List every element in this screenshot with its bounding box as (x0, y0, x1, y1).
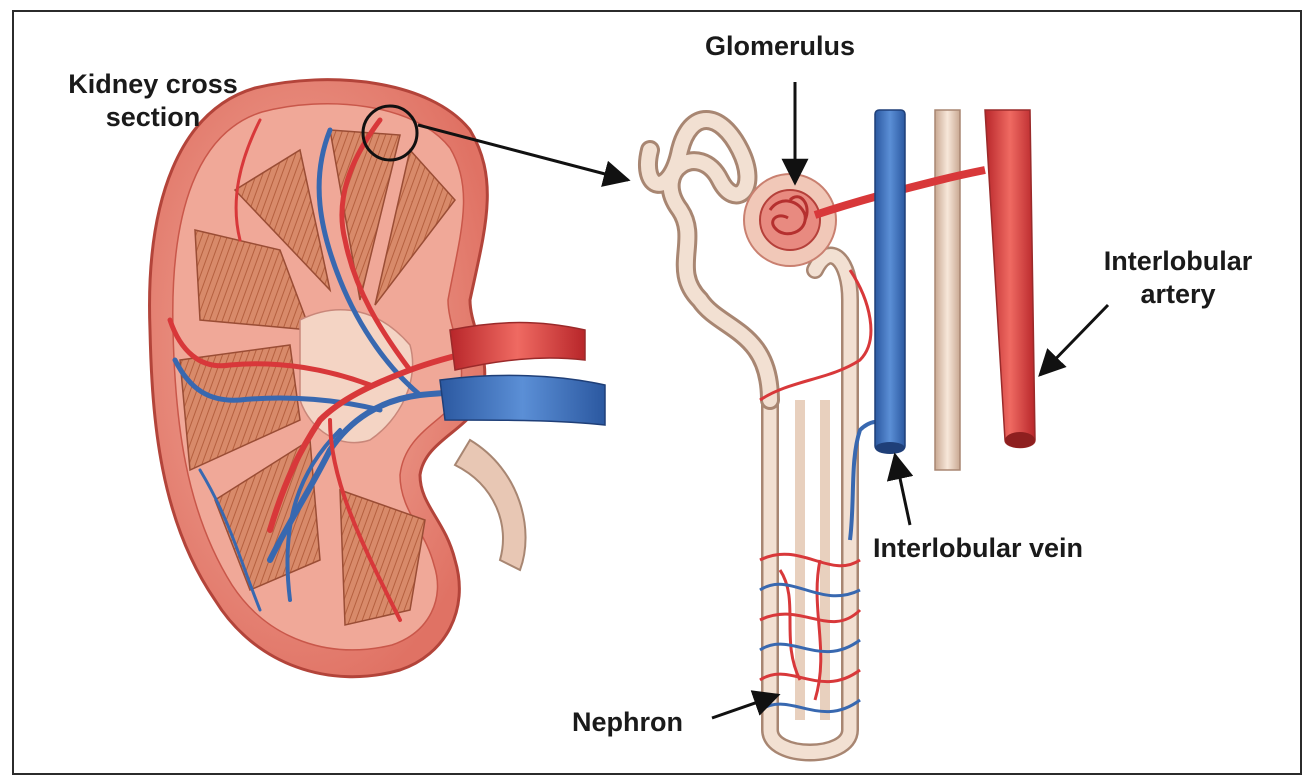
interlobular-vein-label: Interlobular vein (868, 532, 1088, 565)
interlobular-artery-arrow (1040, 305, 1108, 375)
kidney-cross-section-label: Kidney cross section (38, 68, 268, 134)
glomerulus-label: Glomerulus (705, 30, 855, 63)
interlobular-vein-arrow (895, 455, 910, 525)
nephron-label: Nephron (572, 706, 683, 739)
nephron-illustration (648, 110, 1035, 753)
kidney-cross-section (150, 80, 605, 677)
interlobular-artery-label: Interlobular artery (1068, 245, 1288, 311)
